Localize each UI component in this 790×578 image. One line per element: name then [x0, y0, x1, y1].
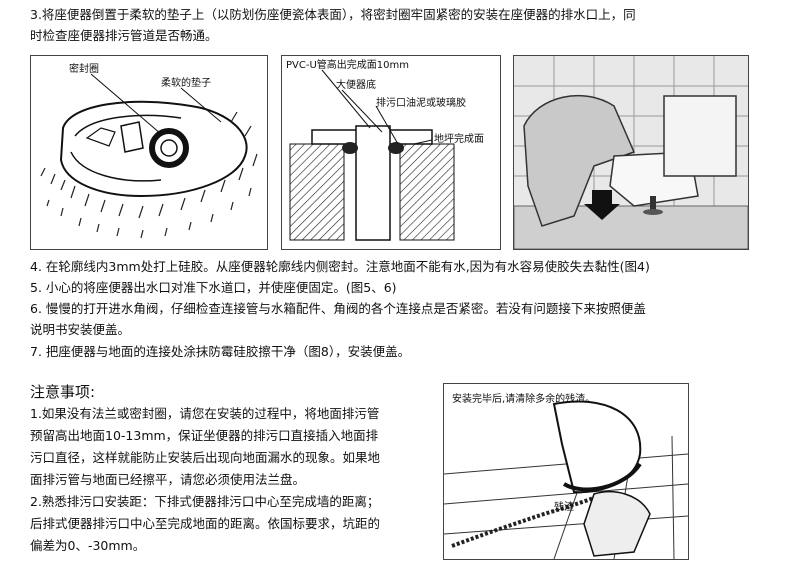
figure-install-toilet-drawing	[514, 56, 748, 249]
label-floor: 地坪完成面	[434, 132, 484, 145]
notes-title: 注意事项:	[30, 383, 96, 401]
step6-line2: 说明书安装便盖。	[30, 322, 131, 337]
figure-cross-section: PVC-U管高出完成面10mm 大便器底 排污口油泥或玻璃胶 地坪完成面	[281, 55, 501, 250]
step5-text: 5. 小心的将座便器出水口对准下水道口，并使座便固定。(图5、6)	[30, 280, 397, 295]
figure-cross-section-drawing: PVC-U管高出完成面10mm 大便器底 排污口油泥或玻璃胶 地坪完成面	[286, 58, 484, 241]
notes-line-1: 1.如果没有法兰或密封圈，请您在安装的过程中，将地面排污管	[30, 406, 380, 421]
label-residue: 残渣	[554, 500, 574, 513]
notes-line-2: 预留高出地面10-13mm，保证坐便器的排污口直接插入地面排	[30, 428, 379, 443]
figure-toilet-on-pad: 密封圈 柔软的垫子	[30, 55, 268, 250]
cleanup-caption: 安装完毕后,请清除多余的残渣。	[452, 392, 595, 405]
label-pvc: PVC-U管高出完成面10mm	[286, 58, 409, 71]
notes-line-3: 污口直径，这样就能防止安装后出现向地面漏水的现象。如果地	[30, 450, 381, 465]
label-pad: 柔软的垫子	[161, 76, 211, 89]
figure-install-toilet	[513, 55, 749, 250]
figure-toilet-on-pad-drawing: 密封圈 柔软的垫子	[40, 62, 258, 239]
label-seal: 密封圈	[69, 62, 99, 75]
notes-line-5: 2.熟悉排污口安装距：下排式便器排污口中心至完成墙的距离；	[30, 494, 380, 509]
notes-line-6: 后排式便器排污口中心至完成地面的距离。依国标要求，坑距的	[30, 516, 381, 531]
label-bottom: 大便器底	[336, 78, 376, 91]
step3-line2: 时检查座便器排污管道是否畅通。	[30, 28, 218, 43]
step6-line1: 6. 慢慢的打开进水角阀，仔细检查连接管与水箱配件、角阀的各个连接点是否紧密。若…	[30, 301, 646, 316]
step7-text: 7. 把座便器与地面的连接处涂抹防霉硅胶擦干净（图8），安装便盖。	[30, 344, 411, 359]
step3-line1: 3.将座便器倒置于柔软的垫子上（以防划伤座便瓷体表面），将密封圈牢固紧密的安装在…	[30, 7, 636, 22]
label-putty: 排污口油泥或玻璃胶	[376, 96, 466, 109]
notes-line-4: 面排污管与地面已经擦平，请您必须使用法兰盘。	[30, 472, 306, 487]
step4-text: 4. 在轮廓线内3mm处打上硅胶。从座便器轮廓线内侧密封。注意地面不能有水,因为…	[30, 259, 650, 274]
notes-line-7: 偏差为0、-30mm。	[30, 538, 146, 553]
figure-cleanup: 安装完毕后,请清除多余的残渣。 残渣	[443, 383, 689, 560]
figure-cleanup-drawing: 安装完毕后,请清除多余的残渣。 残渣	[444, 392, 688, 559]
